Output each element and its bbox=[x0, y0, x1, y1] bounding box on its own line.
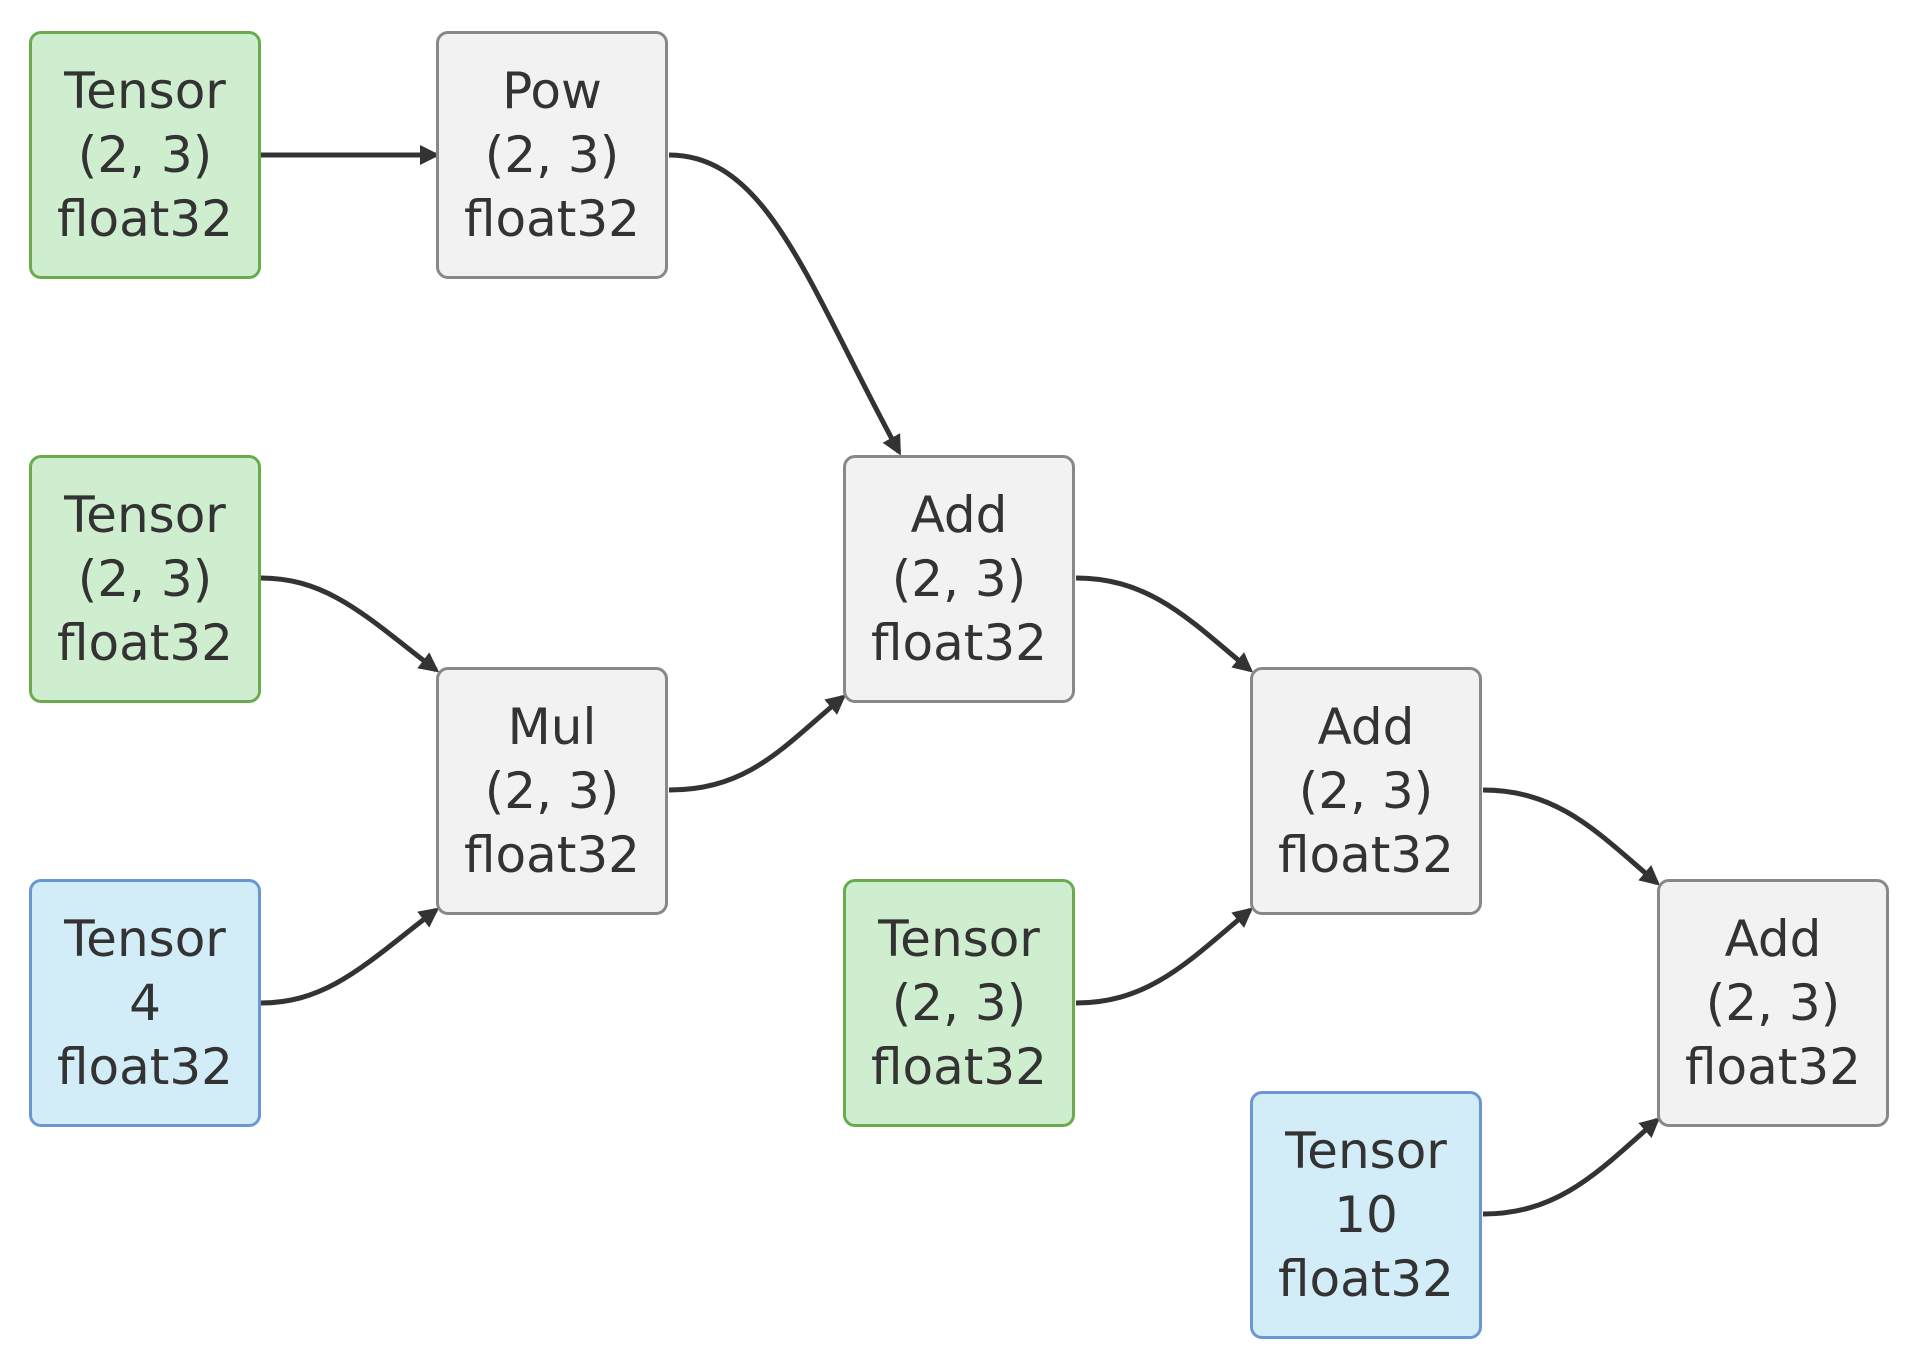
edge-t5-add3 bbox=[1482, 1117, 1661, 1217]
node-tensor-2: Tensor (2, 3) float32 bbox=[29, 455, 261, 703]
node-op-label: Tensor bbox=[878, 910, 1040, 968]
node-op-label: Tensor bbox=[64, 910, 226, 968]
node-dtype-label: float32 bbox=[871, 614, 1047, 672]
node-tensor-3: Tensor 4 float32 bbox=[29, 879, 261, 1127]
edge-add1-add2 bbox=[1075, 575, 1254, 673]
node-dtype-label: float32 bbox=[1685, 1038, 1861, 1096]
node-op-label: Pow bbox=[502, 62, 602, 120]
node-shape-label: (2, 3) bbox=[891, 550, 1027, 608]
node-tensor-1: Tensor (2, 3) float32 bbox=[29, 31, 261, 279]
node-shape-label: (2, 3) bbox=[484, 762, 620, 820]
node-shape-label: (2, 3) bbox=[891, 974, 1027, 1032]
node-op-label: Tensor bbox=[1285, 1122, 1447, 1180]
node-mul: Mul (2, 3) float32 bbox=[436, 667, 668, 915]
node-add-3: Add (2, 3) float32 bbox=[1657, 879, 1889, 1127]
node-shape-label: 10 bbox=[1334, 1186, 1398, 1244]
edge-t4-add2 bbox=[1075, 907, 1254, 1006]
node-tensor-4: Tensor (2, 3) float32 bbox=[843, 879, 1075, 1127]
node-shape-label: 4 bbox=[129, 974, 161, 1032]
node-dtype-label: float32 bbox=[1278, 1250, 1454, 1308]
node-dtype-label: float32 bbox=[464, 190, 640, 248]
node-shape-label: (2, 3) bbox=[484, 126, 620, 184]
edge-add2-add3 bbox=[1482, 787, 1661, 886]
node-op-label: Tensor bbox=[64, 486, 226, 544]
node-op-label: Add bbox=[910, 486, 1008, 544]
node-add-1: Add (2, 3) float32 bbox=[843, 455, 1075, 703]
node-tensor-5: Tensor 10 float32 bbox=[1250, 1091, 1482, 1339]
node-op-label: Mul bbox=[507, 698, 597, 756]
node-pow: Pow (2, 3) float32 bbox=[436, 31, 668, 279]
node-dtype-label: float32 bbox=[57, 614, 233, 672]
node-dtype-label: float32 bbox=[57, 190, 233, 248]
node-dtype-label: float32 bbox=[871, 1038, 1047, 1096]
node-dtype-label: float32 bbox=[57, 1038, 233, 1096]
node-dtype-label: float32 bbox=[464, 826, 640, 884]
node-shape-label: (2, 3) bbox=[1705, 974, 1841, 1032]
edge-t3-mul bbox=[260, 907, 440, 1006]
node-dtype-label: float32 bbox=[1278, 826, 1454, 884]
node-add-2: Add (2, 3) float32 bbox=[1250, 667, 1482, 915]
edge-t2-mul bbox=[260, 575, 440, 673]
node-op-label: Tensor bbox=[64, 62, 226, 120]
node-op-label: Add bbox=[1724, 910, 1822, 968]
node-shape-label: (2, 3) bbox=[77, 126, 213, 184]
node-shape-label: (2, 3) bbox=[77, 550, 213, 608]
node-op-label: Add bbox=[1317, 698, 1415, 756]
edge-pow-add1 bbox=[668, 152, 902, 456]
edge-mul-add1 bbox=[668, 694, 847, 793]
node-shape-label: (2, 3) bbox=[1298, 762, 1434, 820]
